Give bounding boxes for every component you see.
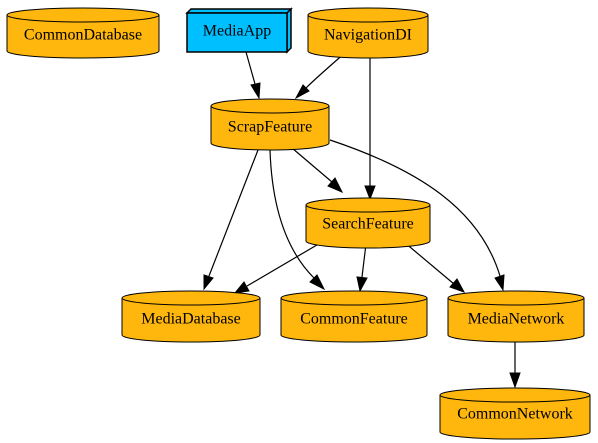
edge-searchfeature-to-mediadatabase (233, 241, 323, 294)
cylinder-top (307, 7, 429, 23)
node-common-database[interactable]: CommonDatabase (6, 7, 160, 59)
node-label: MediaNetwork (468, 311, 565, 328)
cylinder-body (210, 106, 330, 151)
edge-mediaapp-to-scrapfeature (245, 51, 261, 100)
edge-medianetwork-to-commonnetwork (509, 340, 521, 389)
edge-scrapfeature-to-searchfeature (291, 147, 344, 193)
cylinder-body (439, 395, 591, 440)
node-search-feature[interactable]: SearchFeature (305, 197, 431, 249)
edge-line (329, 139, 501, 277)
node-media-app[interactable]: MediaApp (185, 7, 293, 54)
cylinder-body (307, 15, 429, 59)
edge-line (245, 51, 256, 85)
node-common-feature[interactable]: CommonFeature (280, 290, 428, 343)
edge-line (403, 241, 455, 285)
edge-searchfeature-to-commonfeature (356, 243, 368, 293)
cylinder-top (210, 98, 330, 114)
edge-scrapfeature-to-mediadatabase (203, 149, 259, 291)
edge-line (246, 241, 323, 287)
node-media-database[interactable]: MediaDatabase (121, 290, 261, 343)
cylinder-top (305, 197, 431, 213)
cylinder-top (447, 290, 585, 306)
node-label: CommonDatabase (24, 27, 142, 44)
node-scrap-feature[interactable]: ScrapFeature (210, 98, 330, 151)
box3d-front-face (186, 12, 288, 53)
cylinder-body (280, 298, 428, 343)
edge-line (291, 147, 333, 183)
edge-searchfeature-to-medianetwork (403, 241, 466, 293)
edge-line (361, 243, 367, 278)
edge-arrowhead (449, 278, 466, 293)
cylinder-top (439, 387, 591, 403)
cylinder-body (447, 298, 585, 343)
cylinder-body (121, 298, 261, 343)
edge-arrowhead (309, 274, 326, 291)
edge-arrowhead (364, 185, 376, 201)
node-label: ScrapFeature (228, 119, 312, 136)
edge-arrowhead (203, 274, 214, 291)
cylinder-top (121, 290, 261, 306)
edge-arrowhead (233, 281, 250, 294)
edge-arrowhead (294, 84, 310, 100)
node-media-network[interactable]: MediaNetwork (447, 290, 585, 343)
edge-arrowhead (327, 177, 344, 193)
edge-arrowhead (250, 82, 261, 100)
edge-arrowhead (509, 372, 521, 389)
edge-scrapfeature-to-commonfeature (269, 149, 326, 291)
node-label: NavigationDI (324, 27, 412, 44)
edge-scrapfeature-to-medianetwork (329, 139, 505, 292)
edge-line (269, 149, 315, 279)
edge-navigationdi-to-scrapfeature (294, 51, 347, 100)
cylinder-top (280, 290, 428, 306)
cylinder-body (6, 15, 160, 59)
edge-arrowhead (494, 274, 505, 292)
node-common-network[interactable]: CommonNetwork (439, 387, 591, 440)
edge-navigationdi-to-searchfeature (364, 52, 376, 201)
node-label: CommonFeature (300, 311, 408, 328)
node-label: MediaDatabase (141, 311, 241, 328)
node-navigation-di[interactable]: NavigationDI (307, 7, 429, 59)
cylinder-top (6, 7, 160, 23)
cylinder-body (305, 205, 431, 249)
edge-line (208, 149, 259, 277)
node-label: CommonNetwork (457, 406, 573, 423)
edge-arrowhead (356, 276, 368, 293)
node-label: SearchFeature (322, 216, 414, 233)
node-label: MediaApp (203, 23, 271, 40)
edges (203, 51, 521, 389)
